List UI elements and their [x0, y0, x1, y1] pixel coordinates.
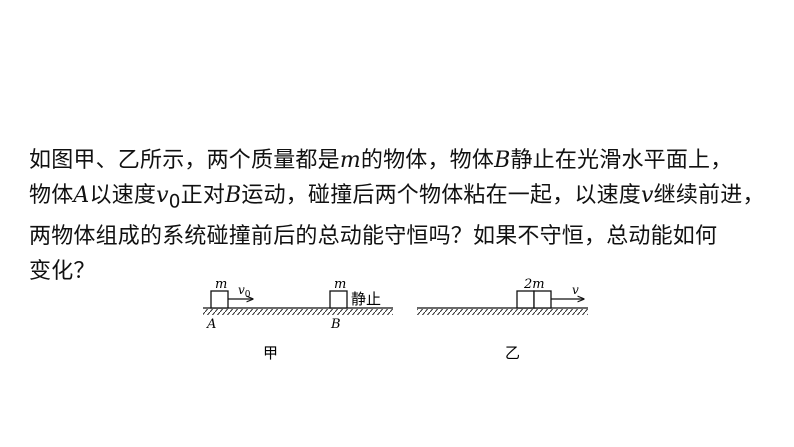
block-b	[329, 290, 348, 309]
caption-yi: 乙	[505, 344, 520, 362]
question-line-4: 变化？	[29, 259, 96, 285]
figure-jia: m v0 A m 静止 B 甲	[203, 277, 393, 362]
label-a: A	[206, 317, 216, 332]
velocity-label-v: v	[572, 283, 579, 297]
combined-block-right	[533, 290, 552, 309]
figure-yi: 2m v 乙	[417, 277, 588, 362]
caption-jia: 甲	[263, 344, 278, 362]
rest-label: 静止	[351, 290, 381, 308]
mass-label-2m: 2m	[523, 277, 545, 292]
question-line-3: 两物体组成的系统碰撞前后的总动能守恒吗？如果不守恒，总动能如何	[29, 224, 718, 250]
question-text: 如图甲、乙所示，两个质量都是m的物体，物体B静止在光滑水平面上， 物体A以速度v…	[29, 143, 779, 289]
mass-label-b: m	[334, 277, 346, 292]
mass-label-a: m	[215, 277, 227, 292]
combined-block-left	[516, 290, 535, 309]
label-b: B	[330, 317, 341, 332]
ground-hatch-yi	[417, 309, 588, 315]
velocity-label-v0: v0	[238, 283, 251, 300]
block-a	[210, 290, 229, 309]
ground-hatch-jia	[203, 309, 393, 315]
question-line-1: 如图甲、乙所示，两个质量都是m的物体，物体B静止在光滑水平面上，	[29, 148, 733, 173]
question-line-2: 物体A以速度v0正对B运动，碰撞后两个物体粘在一起，以速度v继续前进，	[29, 183, 765, 213]
